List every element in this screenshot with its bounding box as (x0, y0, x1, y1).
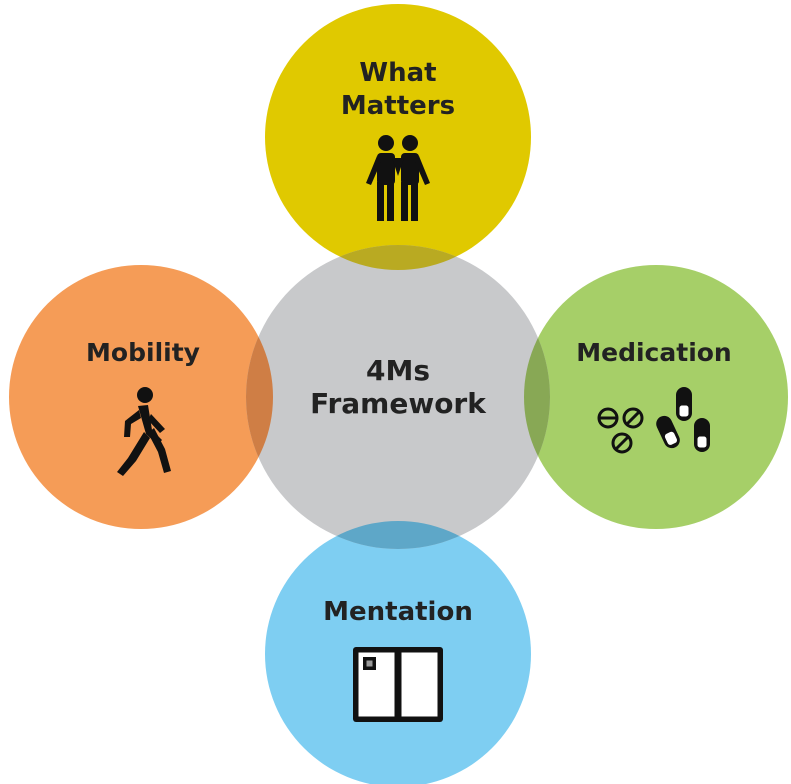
center-title-line2: Framework (310, 387, 487, 420)
mentation-label: Mentation (323, 597, 473, 627)
medication-circle (524, 265, 788, 529)
what-matters-circle (265, 4, 531, 270)
framework-center-circle (246, 245, 550, 549)
two-people-icon (366, 135, 430, 221)
what-matters-label-line1: What (359, 58, 436, 88)
center-title-line1: 4Ms (366, 354, 430, 387)
walking-person-icon (117, 387, 171, 476)
open-book-icon (353, 647, 443, 722)
medication-label: Medication (576, 338, 731, 367)
mobility-label: Mobility (86, 338, 200, 367)
what-matters-label-line2: Matters (341, 91, 455, 121)
pills-capsules-icon (597, 387, 710, 454)
